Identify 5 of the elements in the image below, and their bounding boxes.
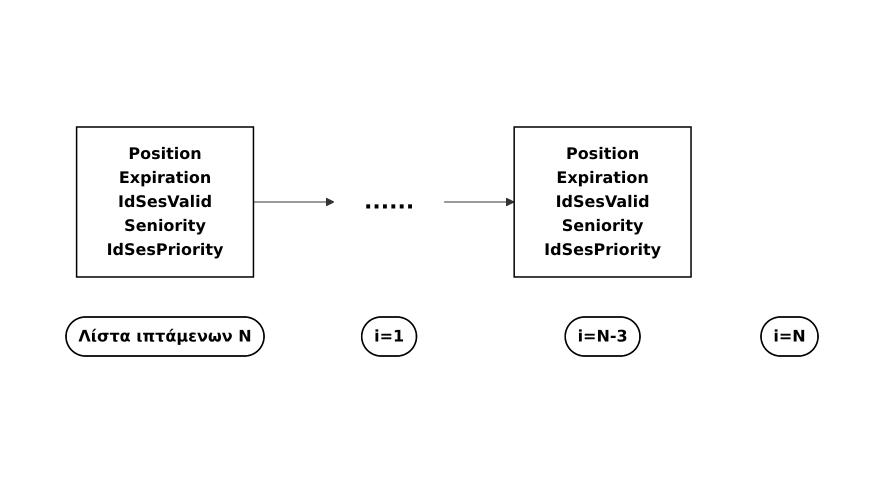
node-box: Position Expiration IdSesValid Seniority IdSesPriority (513, 126, 692, 278)
arrow (252, 197, 334, 206)
arrow (444, 197, 515, 206)
node-text: ...... (364, 188, 414, 214)
node-box: Position Expiration IdSesValid Seniority IdSesPriority (76, 126, 254, 278)
